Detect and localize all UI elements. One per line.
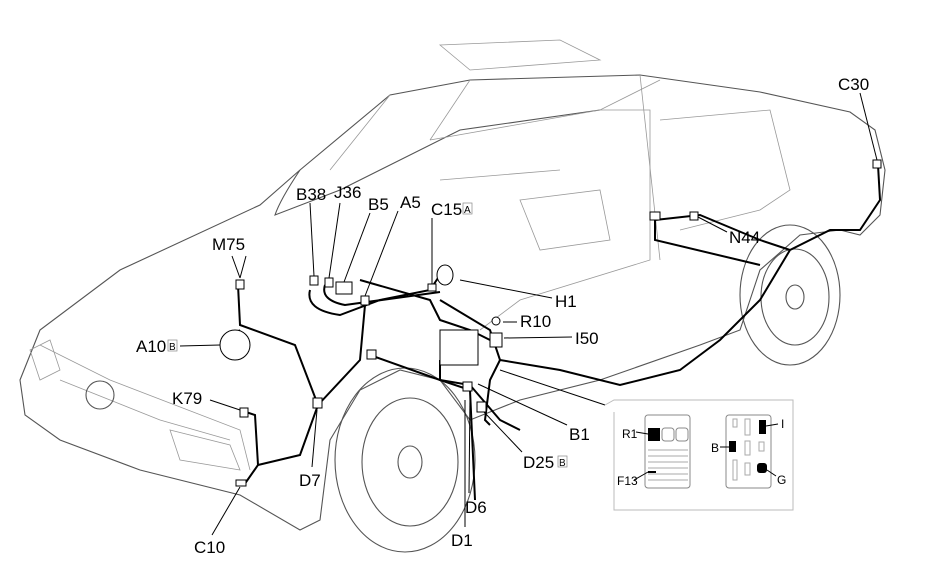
- label-c15: C15: [431, 200, 462, 219]
- label-n44: N44: [729, 228, 760, 247]
- label-a10: A10: [136, 337, 166, 356]
- label-d6: D6: [465, 498, 487, 517]
- label-h1: H1: [555, 292, 577, 311]
- inset-labels: R1 F13 B I G: [617, 417, 786, 488]
- component-labels: C30 N44 B38 J36 B5 A5 C15 A M75 H1 R10 I…: [136, 75, 869, 557]
- label-c15-suffix: A: [464, 205, 471, 216]
- label-b1: B1: [569, 425, 590, 444]
- label-i50: I50: [575, 329, 599, 348]
- label-a5: A5: [400, 193, 421, 212]
- label-d1: D1: [451, 531, 473, 550]
- label-b5: B5: [368, 195, 389, 214]
- label-b38: B38: [296, 185, 326, 204]
- label-c30: C30: [838, 75, 869, 94]
- leader-lines: [179, 92, 878, 536]
- label-j36: J36: [334, 183, 361, 202]
- label-d7: D7: [299, 471, 321, 490]
- label-d25: D25: [523, 453, 554, 472]
- inset-label-i: I: [781, 417, 784, 431]
- inset-label-r1: R1: [622, 427, 638, 441]
- inset-label-f13: F13: [617, 474, 638, 488]
- label-r10: R10: [520, 312, 551, 331]
- label-k79: K79: [172, 389, 202, 408]
- label-c10: C10: [194, 538, 225, 557]
- label-a10-suffix: B: [169, 342, 176, 353]
- grille-badge: [85, 380, 115, 410]
- inset-label-g: G: [777, 473, 786, 487]
- label-m75: M75: [212, 235, 245, 254]
- car-body-outline: [19, 39, 886, 531]
- label-d25-suffix: B: [559, 458, 566, 469]
- connectors: [219, 159, 882, 487]
- fuse-box-inset: [604, 399, 794, 511]
- inset-label-b: B: [711, 441, 719, 455]
